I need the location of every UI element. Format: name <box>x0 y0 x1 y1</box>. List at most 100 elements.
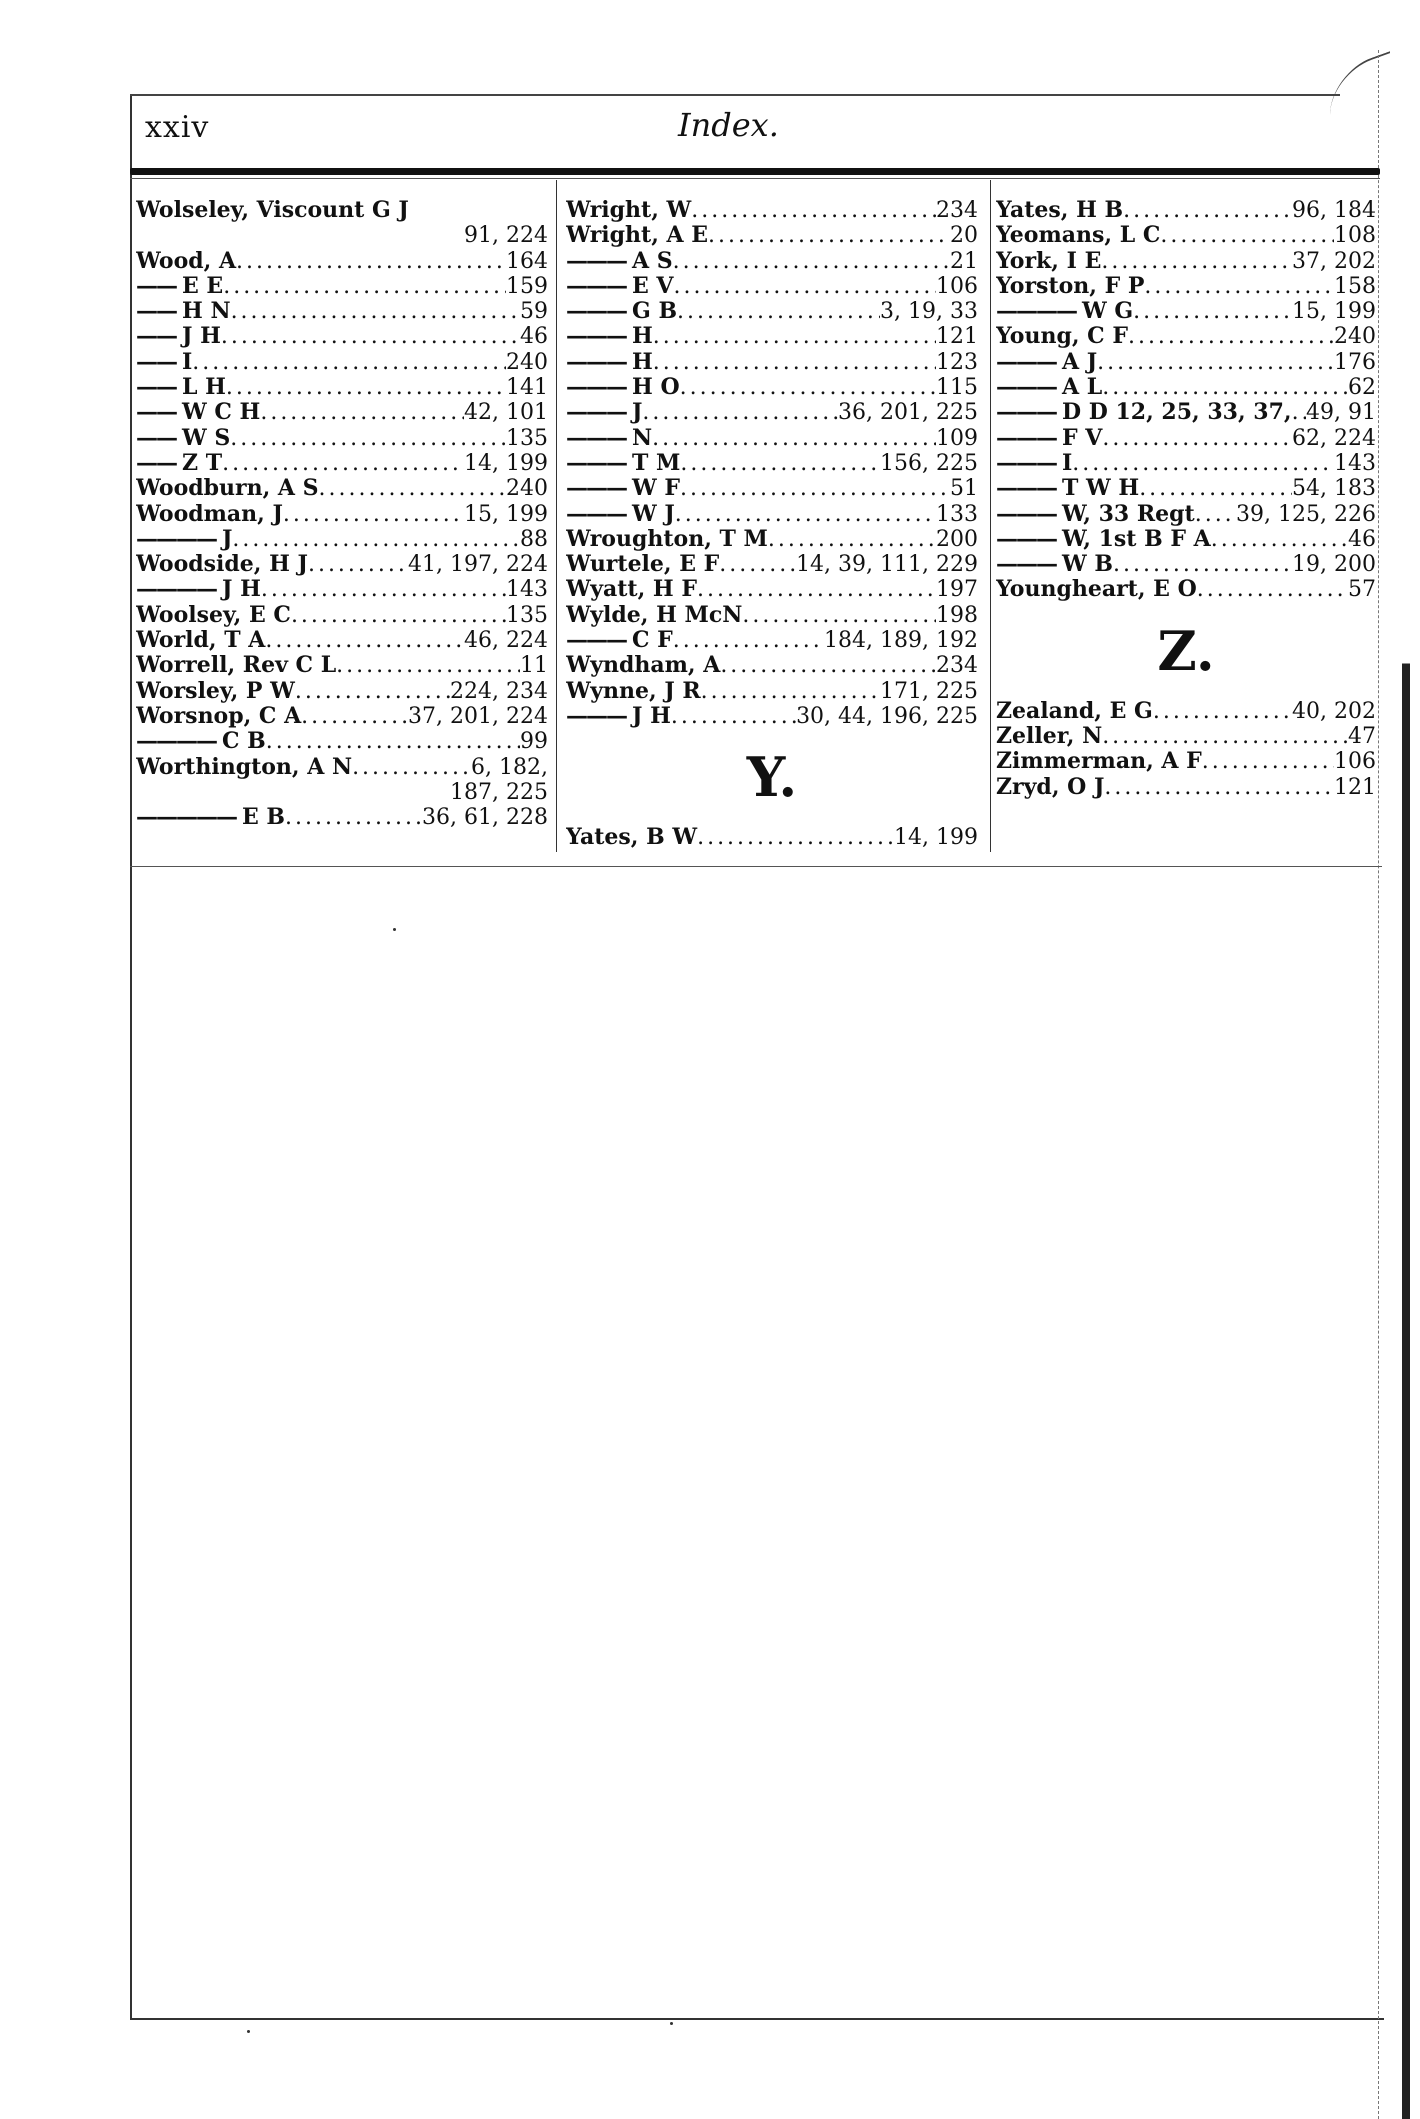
section-letter: Z. <box>1157 618 1215 683</box>
index-entry: Wyndham, A234 <box>566 653 978 678</box>
dot-leader <box>1202 749 1334 774</box>
dot-leader <box>674 274 937 299</box>
column-divider <box>990 180 991 852</box>
dot-leader <box>1101 249 1292 274</box>
entry-pages: 143 <box>506 577 548 603</box>
entry-name: Yates, H B <box>996 198 1124 223</box>
entry-pages: 224, 234 <box>450 678 548 704</box>
entry-pages: 96, 184 <box>1292 198 1376 223</box>
index-entry: Wright, W234 <box>566 198 978 223</box>
ditto-dash: —— <box>136 375 178 401</box>
entry-pages: 108 <box>1334 223 1376 249</box>
entry-pages: 21 <box>950 248 978 274</box>
entry-pages: 51 <box>950 476 978 502</box>
entry-name: Wurtele, E F <box>566 552 720 578</box>
index-column-2: Wright, W234Wright, A E20———A S21———E V1… <box>566 198 978 851</box>
index-entry: ———J H30, 44, 196, 225 <box>566 704 978 729</box>
entry-name: J H <box>632 703 671 729</box>
entry-name: Worthington, A N <box>136 754 353 780</box>
entry-pages: 156, 225 <box>880 450 978 476</box>
index-entry: ———N109 <box>566 426 978 451</box>
entry-pages: 164 <box>506 248 548 274</box>
dot-leader <box>677 299 880 324</box>
entry-name: Wynne, J R <box>566 678 701 704</box>
entry-pages: 135 <box>506 602 548 628</box>
index-entry: ———W J133 <box>566 502 978 527</box>
entry-name: Wright, W <box>566 198 692 223</box>
entry-name: E V <box>632 273 674 299</box>
entry-name: W G <box>1082 299 1134 325</box>
entry-name: C B <box>222 729 266 755</box>
entry-name: E E <box>182 273 224 299</box>
entry-name: Woodman, J <box>136 501 283 527</box>
dot-leader <box>283 502 464 527</box>
index-entry: ————W G15, 199 <box>996 299 1376 324</box>
dot-leader <box>652 426 936 451</box>
ditto-dash: ——— <box>566 501 628 527</box>
dot-leader <box>671 704 796 729</box>
entry-pages: 46 <box>1348 526 1376 552</box>
dot-leader <box>768 527 936 552</box>
entry-pages: 171, 225 <box>880 678 978 704</box>
ditto-dash: ——— <box>996 476 1058 502</box>
dot-leader <box>222 451 464 476</box>
index-entry: Yates, B W14, 199 <box>566 825 978 850</box>
dot-leader <box>260 400 464 425</box>
index-entry: Wroughton, T M200 <box>566 527 978 552</box>
entry-pages: 234 <box>936 653 978 679</box>
index-entry: Youngheart, E O57 <box>996 577 1376 602</box>
entry-name: A J <box>1062 349 1098 375</box>
index-entry: ————C B 99 <box>136 729 548 754</box>
ditto-dash: ——— <box>566 628 628 654</box>
entry-name: Worrell, Rev C L <box>136 653 337 679</box>
index-entry: —————E B36, 61, 228 <box>136 805 548 830</box>
index-entry: ———W B19, 200 <box>996 552 1376 577</box>
entry-name: Zeller, N <box>996 724 1103 750</box>
dot-leader <box>691 198 936 223</box>
entry-pages: 99 <box>520 729 548 755</box>
entry-name: W, 33 Regt <box>1062 501 1195 527</box>
dot-leader <box>1102 375 1348 400</box>
page-frame <box>130 94 1384 2020</box>
index-entry: ————J H143 <box>136 577 548 602</box>
ditto-dash: ———— <box>136 729 218 755</box>
ditto-dash: ——— <box>566 375 628 401</box>
entry-pages: 54, 183 <box>1292 476 1376 502</box>
entry-pages: 37, 202 <box>1292 248 1376 274</box>
entry-pages: 159 <box>506 273 548 299</box>
ditto-dash: ——— <box>566 248 628 274</box>
entry-name: Wolseley, Viscount G J <box>136 198 409 223</box>
dot-leader <box>701 679 880 704</box>
entry-pages-continued: 187, 225 <box>450 779 548 805</box>
entry-name: E B <box>242 805 286 831</box>
entry-name: Woodside, H J <box>136 552 308 578</box>
dot-leader <box>675 502 936 527</box>
column-divider <box>556 180 557 852</box>
entry-pages: 198 <box>936 602 978 628</box>
entry-name: L H <box>182 375 226 401</box>
entry-pages: 3, 19, 33 <box>880 299 978 325</box>
entry-name: J <box>222 526 233 552</box>
index-entry: ——J H46 <box>136 324 548 349</box>
dot-leader <box>673 249 950 274</box>
index-entry: Woodman, J15, 199 <box>136 502 548 527</box>
entry-pages: 41, 197, 224 <box>408 552 548 578</box>
index-entry: Wright, A E20 <box>566 223 978 248</box>
entry-name: J <box>632 400 643 426</box>
dot-leader <box>1160 223 1334 248</box>
dot-leader <box>1211 527 1348 552</box>
dot-leader <box>1104 775 1334 800</box>
index-entry: Worsnop, C A37, 201, 224 <box>136 704 548 729</box>
dot-leader <box>1113 552 1292 577</box>
index-entry: Worrell, Rev C L11 <box>136 653 548 678</box>
index-entry: Wood, A164 <box>136 249 548 274</box>
index-entry: Yates, H B 96, 184 <box>996 198 1376 223</box>
dot-leader <box>261 577 506 602</box>
entry-pages: 46 <box>520 324 548 350</box>
dot-leader <box>697 577 936 602</box>
ditto-dash: ———— <box>136 526 218 552</box>
index-entry: Wylde, H McN198 <box>566 603 978 628</box>
entry-name: York, I E <box>996 248 1102 274</box>
